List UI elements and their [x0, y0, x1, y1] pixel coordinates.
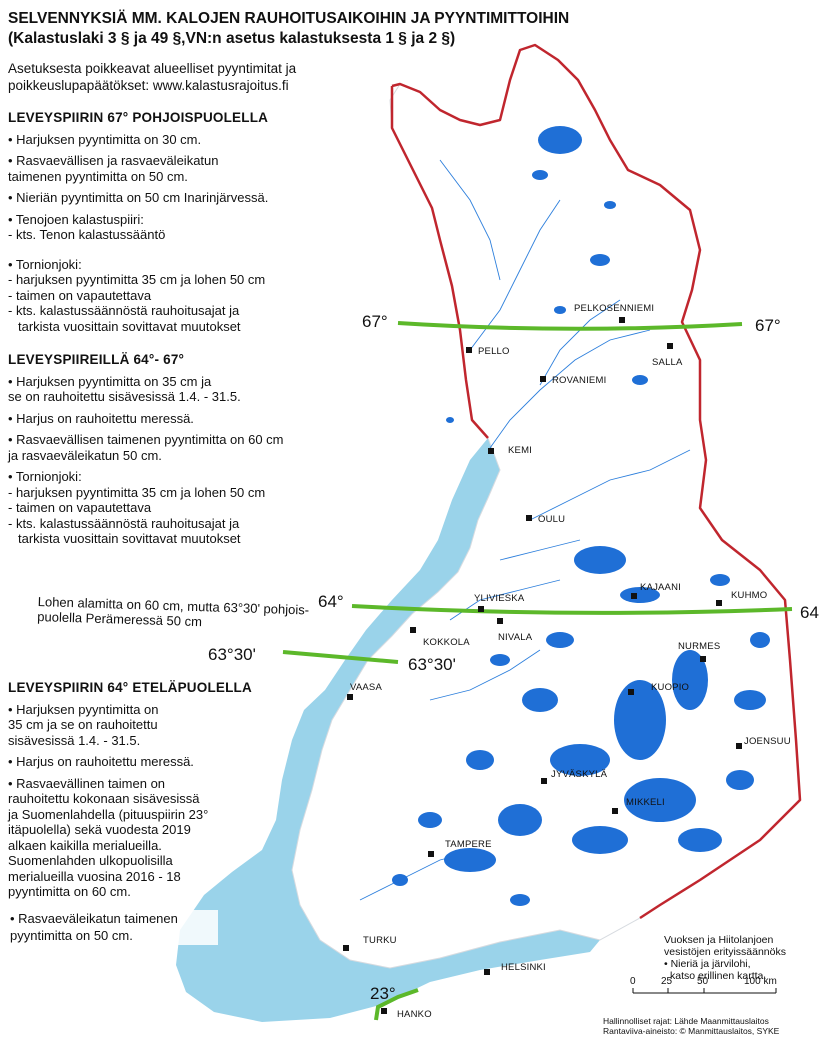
city-markers — [343, 317, 742, 1014]
city-nivala: NIVALA — [498, 632, 533, 643]
map-title: SELVENNYKSIÄ MM. KALOJEN RAUHOITUSAIKOIH… — [8, 10, 570, 27]
city-nurmes: NURMES — [678, 641, 721, 652]
lat-64-67-panel: LEVEYSPIIREILLÄ 64°- 67° • Harjuksen pyy… — [8, 352, 358, 553]
sea-area — [176, 438, 600, 1022]
source-credit: Hallinnolliset rajat: Lähde Maanmittausl… — [603, 1016, 780, 1036]
national-border — [390, 43, 802, 920]
city-kokkola: KOKKOLA — [423, 637, 470, 648]
latitude-6330-label-right: 63°30' — [408, 655, 456, 674]
latitude-6330-label-left: 63°30' — [208, 645, 256, 664]
south-heading: LEVEYSPIIRIN 64° ETELÄPUOLELLA — [8, 680, 252, 695]
city-kuopio: KUOPIO — [651, 682, 690, 693]
latitude-6330-line — [282, 650, 399, 664]
city-mikkeli: MIKKELI — [626, 797, 665, 808]
city-kajaani: KAJAANI — [640, 582, 681, 593]
regional-note: Asetuksesta poikkeavat alueelliset pyynt… — [8, 61, 297, 93]
city-helsinki: HELSINKI — [501, 962, 546, 973]
middle-heading: LEVEYSPIIREILLÄ 64°- 67° — [8, 352, 185, 367]
lakes — [392, 126, 770, 906]
city-vaasa: VAASA — [350, 682, 382, 693]
north-of-67-panel: LEVEYSPIIRIN 67° POHJOISPUOLELLA • Harju… — [8, 110, 358, 340]
city-tampere: TAMPERE — [445, 839, 492, 850]
latitude-64-label-left: 64° — [318, 592, 344, 611]
north-heading: LEVEYSPIIRIN 67° POHJOISPUOLELLA — [8, 110, 269, 125]
latitude-64-label-right: 64 — [800, 603, 819, 622]
south-of-64-panel: LEVEYSPIIRIN 64° ETELÄPUOLELLA • Harjuks… — [8, 680, 252, 945]
city-joensuu: JOENSUU — [744, 736, 791, 747]
city-rovaniemi: ROVANIEMI — [552, 375, 607, 386]
scale-label-100km: 100 km — [744, 976, 777, 987]
map-subtitle: (Kalastuslaki 3 § ja 49 §,VN:n asetus ka… — [8, 30, 456, 47]
land-area — [291, 44, 801, 969]
city-turku: TURKU — [363, 935, 397, 946]
vuoksi-note: Vuoksen ja Hiitolanjoen vesistöjen erity… — [664, 934, 786, 982]
city-ylivieska: YLIVIESKA — [474, 593, 525, 604]
city-pelkosenniemi: PELKOSENNIEMI — [574, 303, 655, 314]
city-salla: SALLA — [652, 357, 683, 368]
scale-label-0: 0 — [630, 976, 636, 987]
scale-label-50: 50 — [697, 976, 709, 987]
city-pello: PELLO — [478, 346, 510, 357]
city-kuhmo: KUHMO — [731, 590, 768, 601]
scale-bar — [632, 988, 777, 994]
longitude-23-label: 23° — [370, 984, 396, 1003]
latitude-64-line — [351, 604, 793, 615]
latitude-67-label-left: 67° — [362, 312, 388, 331]
latitude-67-label-right: 67° — [755, 316, 781, 335]
city-kemi: KEMI — [508, 445, 533, 456]
city-jyvaskyla: JYVÄSKYLÄ — [551, 769, 608, 780]
longitude-23-line — [374, 988, 419, 1021]
latitude-67-line — [397, 321, 743, 331]
scale-label-25: 25 — [661, 976, 673, 987]
city-hanko: HANKO — [397, 1009, 432, 1020]
city-oulu: OULU — [538, 514, 566, 525]
